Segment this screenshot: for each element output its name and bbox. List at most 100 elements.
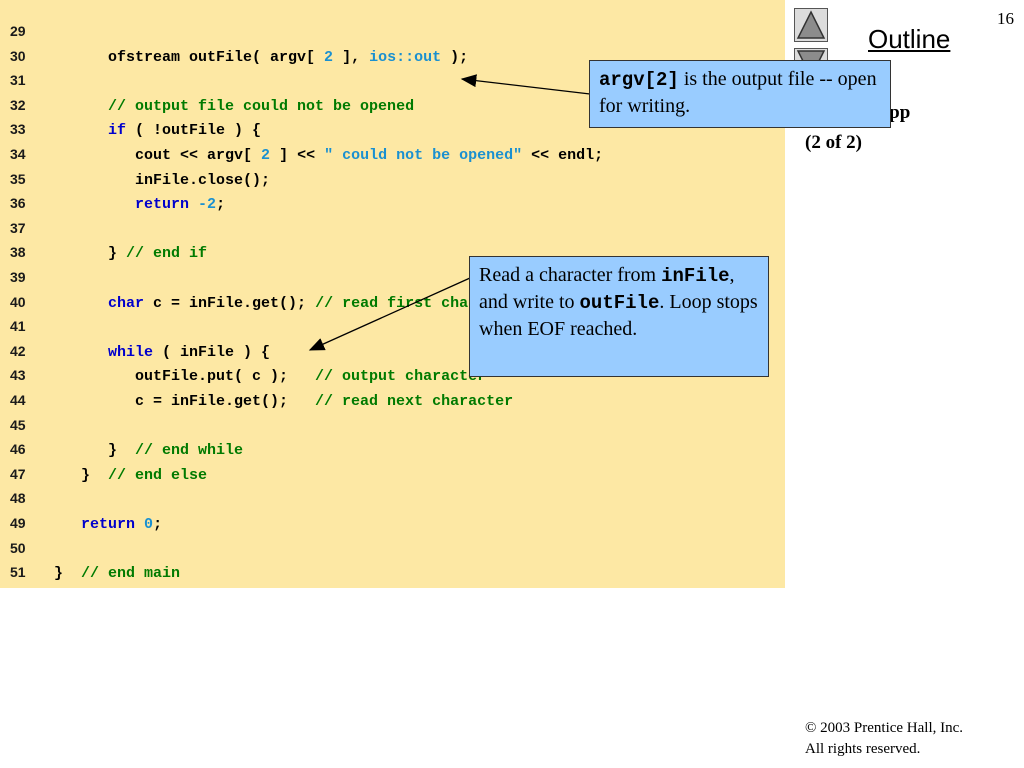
argv-callout-text: is the output file -- open for writing. <box>599 68 877 117</box>
code-token: } <box>54 565 82 583</box>
code-token: while <box>108 343 154 361</box>
code-token: // end while <box>135 442 244 460</box>
code-token: ( !outFile ) { <box>126 122 262 140</box>
line-number: 42 <box>10 342 26 359</box>
code-line: 36 return -2; <box>0 191 225 216</box>
code-token: char <box>108 294 145 312</box>
code-token <box>54 196 135 213</box>
line-number: 48 <box>10 490 26 507</box>
code-token: ofstream outFile( argv[ <box>54 48 325 66</box>
outline-link[interactable]: Outline <box>868 24 951 54</box>
read-callout-text-2: , and write to <box>479 264 735 313</box>
code-token: outFile.put( c ); <box>54 368 316 386</box>
code-token: } <box>54 442 136 460</box>
code-token: // end main <box>81 565 181 583</box>
code-token: // output file could not be opened <box>108 97 415 115</box>
code-line: 38 } // end if <box>0 240 207 265</box>
code-line: 51} // end main <box>0 560 180 585</box>
line-number: 41 <box>10 318 26 335</box>
line-number: 29 <box>10 23 26 39</box>
line-number: 44 <box>10 392 26 408</box>
code-token <box>54 516 81 533</box>
code-token: ); <box>441 48 469 66</box>
read-callout-text-1: Read a character from <box>479 264 662 286</box>
code-token: 0 <box>144 516 154 533</box>
code-token: } <box>54 466 109 484</box>
code-line: 31 <box>0 68 54 93</box>
code-token <box>54 98 108 115</box>
code-line: 49 return 0; <box>0 511 162 536</box>
line-number: 46 <box>10 441 26 458</box>
code-token: return <box>81 516 136 533</box>
code-token: ], <box>333 48 370 66</box>
code-line: 45 <box>0 413 54 438</box>
triangle-up-icon <box>796 10 826 39</box>
code-line: 41 <box>0 314 54 339</box>
code-line: 29 <box>0 19 54 44</box>
code-token <box>54 122 108 139</box>
code-line: 35 inFile.close(); <box>0 167 270 192</box>
code-line: 33 if ( !outFile ) { <box>0 117 261 142</box>
code-line: 30 ofstream outFile( argv[ 2 ], ios::out… <box>0 44 468 69</box>
line-number: 45 <box>10 416 26 433</box>
code-token: 2 <box>324 48 334 66</box>
code-token: inFile.close(); <box>54 171 271 189</box>
code-line: 34 cout << argv[ 2 ] << " could not be o… <box>0 142 603 167</box>
code-token: " could not be opened" <box>324 147 523 164</box>
argv-callout-code: argv[2] <box>599 69 679 91</box>
code-token <box>54 295 108 312</box>
line-number: 30 <box>10 47 26 64</box>
line-number: 36 <box>10 195 26 212</box>
line-number: 34 <box>10 146 26 162</box>
code-token: if <box>108 122 127 140</box>
outline-part-indicator: (2 of 2) <box>805 132 862 153</box>
read-callout-text-3: . Loop stops when EOF reached. <box>479 291 758 340</box>
line-number: 32 <box>10 96 26 113</box>
code-token: // end if <box>126 245 208 263</box>
read-callout-code-outfile: outFile <box>579 292 660 314</box>
code-token: << endl; <box>522 147 604 164</box>
code-token: -2 <box>198 196 217 214</box>
code-line: 40 char c = inFile.get(); // read first … <box>0 290 522 315</box>
code-token: // read next character <box>315 393 514 410</box>
code-line: 32 // output file could not be opened <box>0 93 414 118</box>
code-line: 42 while ( inFile ) { <box>0 339 270 364</box>
code-token: // end else <box>108 466 208 484</box>
line-number: 38 <box>10 244 26 261</box>
code-token: } <box>54 245 127 263</box>
line-number: 33 <box>10 121 26 138</box>
code-token <box>54 344 108 361</box>
code-token: return <box>135 196 190 214</box>
copyright-notice: © 2003 Prentice Hall, Inc. All rights re… <box>805 718 963 760</box>
copyright-text: 2003 Prentice Hall, Inc. <box>816 720 964 736</box>
copyright-icon: © <box>805 720 817 736</box>
line-number: 51 <box>10 564 26 581</box>
code-line: 44 c = inFile.get(); // read next charac… <box>0 388 513 413</box>
line-number: 35 <box>10 170 26 187</box>
line-number: 31 <box>10 72 26 89</box>
code-token: c = inFile.get(); <box>54 393 316 410</box>
code-token <box>189 196 198 213</box>
line-number: 47 <box>10 465 26 482</box>
code-token: ios::out <box>369 48 442 66</box>
code-token <box>135 516 144 533</box>
code-line: 43 outFile.put( c ); // output character <box>0 363 486 388</box>
line-number: 49 <box>10 515 26 531</box>
line-number: 40 <box>10 293 26 310</box>
code-line: 50 <box>0 536 54 561</box>
slide-number: 16 <box>997 9 1014 28</box>
code-token: ; <box>216 196 226 214</box>
rights-text: All rights reserved. <box>805 741 921 757</box>
previous-slide-button[interactable] <box>794 8 828 42</box>
code-token: ] << <box>270 147 325 164</box>
line-number: 50 <box>10 539 26 556</box>
code-line: 39 <box>0 265 54 290</box>
line-number: 39 <box>10 269 26 285</box>
triangle-down-icon <box>796 50 826 61</box>
line-number: 37 <box>10 219 26 236</box>
code-line: 48 <box>0 486 54 511</box>
read-callout-code-infile: inFile <box>661 265 730 287</box>
read-loop-callout: Read a character from inFile, and write … <box>469 256 769 377</box>
argv-callout: argv[2] is the output file -- open for w… <box>589 60 891 128</box>
code-token: c = inFile.get(); <box>144 294 316 312</box>
